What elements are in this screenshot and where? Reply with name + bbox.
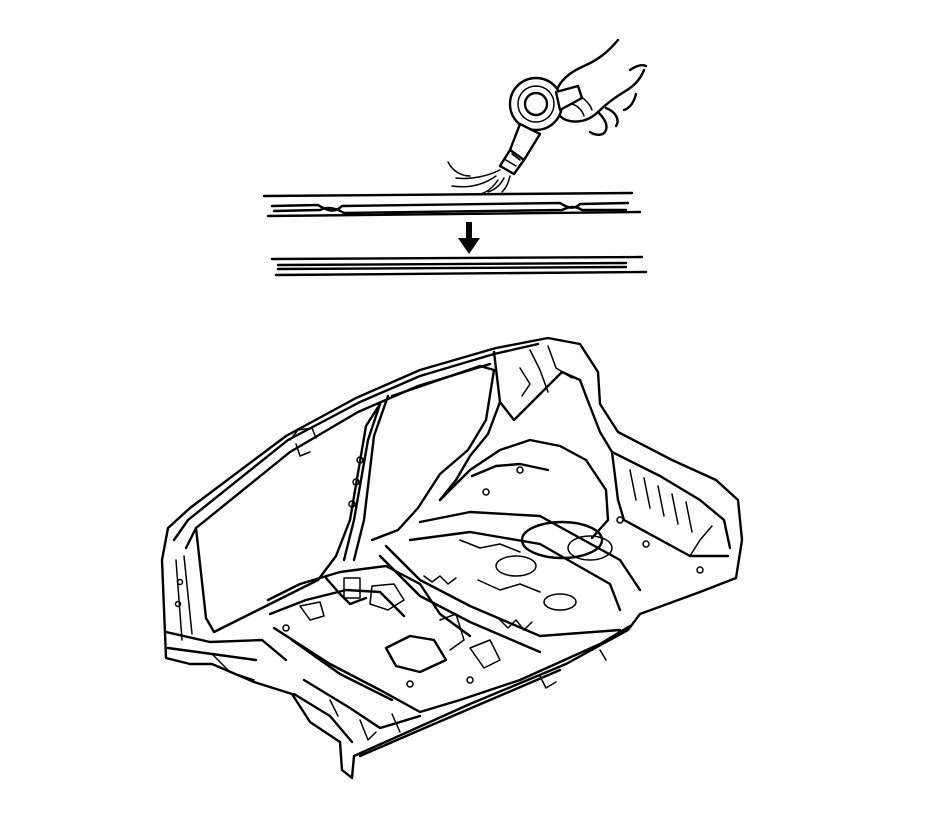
hand-icon <box>553 38 648 136</box>
panel-after-heat <box>270 255 648 277</box>
panel-before-heat <box>262 191 642 218</box>
down-arrow-icon <box>458 222 480 254</box>
heat-gun-assembly <box>447 38 648 196</box>
vehicle-underbody-body-shell <box>160 336 744 780</box>
